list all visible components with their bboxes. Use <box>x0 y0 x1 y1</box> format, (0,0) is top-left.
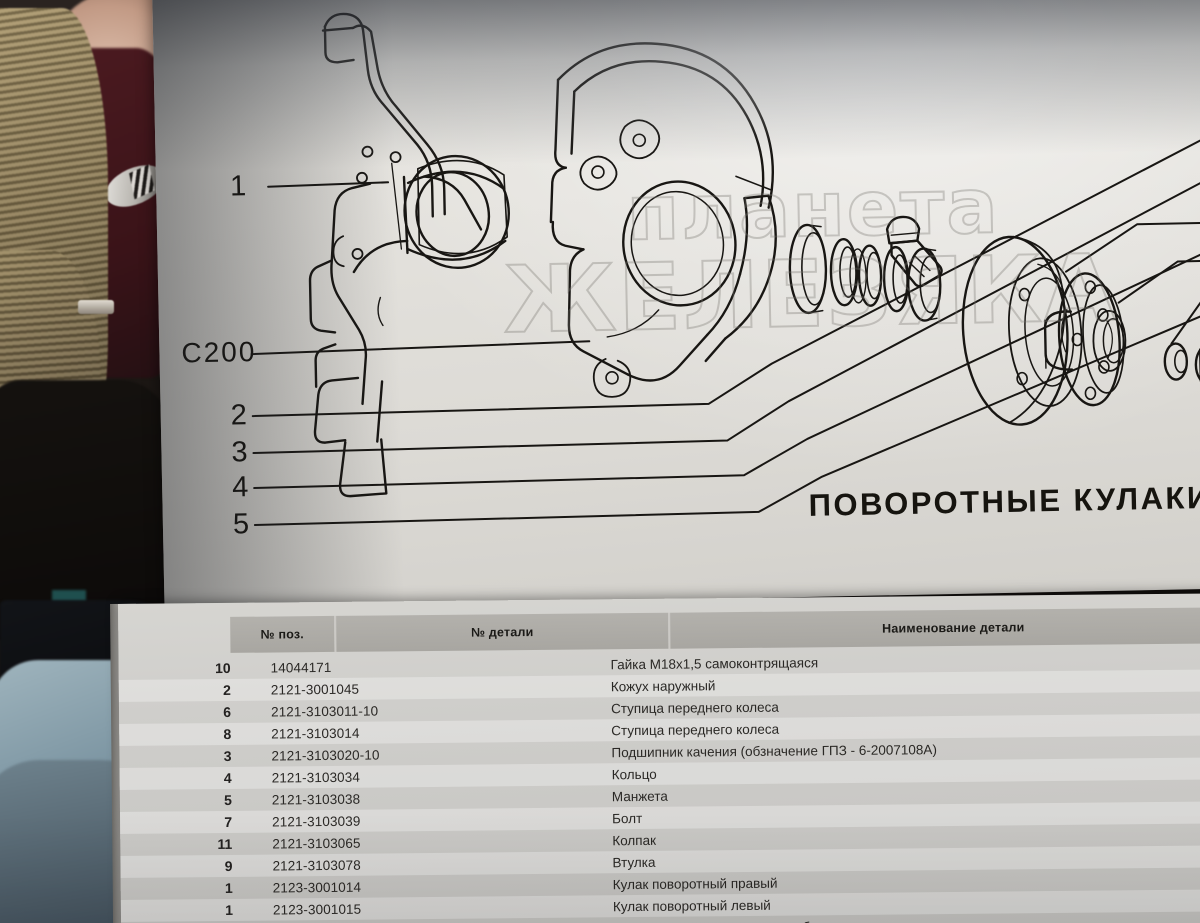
cell-part-name: Гайка М18х1,5 самоконтрящаяся <box>610 654 819 672</box>
cell-part-number: 2121-3103014 <box>271 725 360 742</box>
cell-position: 7 <box>224 813 233 830</box>
cell-position: 1 <box>224 879 233 896</box>
parts-table-body: 10 14044171 Гайка М18х1,5 самоконтрящаяся 2… <box>118 647 1200 923</box>
cell-position: 11 <box>217 835 233 853</box>
cell-part-number: 2121-3001045 <box>270 681 360 698</box>
cell-position: 10 <box>214 659 231 677</box>
cell-position: 2 <box>222 681 231 698</box>
steering-knuckle-part <box>308 12 510 498</box>
cell-part-name: Ступица переднего колеса в сборе <box>605 915 1200 923</box>
cell-part-name: Кожух наружный <box>610 677 716 694</box>
cell-part-number: 2121-3103011-10 <box>270 703 379 720</box>
cell-part-name: Подшипник качения (обзначение ГПЗ - 6-20… <box>611 741 937 760</box>
cell-part-number: 2123-3001014 <box>272 879 362 896</box>
leader-lines <box>250 131 1200 527</box>
column-header-position: № поз. <box>230 615 337 653</box>
cell-part-number: 2121-3103034 <box>271 769 361 786</box>
callout-label-3: 3 <box>231 436 249 469</box>
brake-disc-part <box>961 235 1083 426</box>
metal-clip <box>78 300 114 314</box>
cell-part-name: Манжета <box>611 788 668 804</box>
column-header-part-name: Наименование детали <box>670 607 1200 649</box>
cell-part-number: 2121-3103078 <box>272 857 361 874</box>
wheel-bolt-part <box>885 215 943 288</box>
cell-position: 1 <box>225 901 234 918</box>
callout-label-4: 4 <box>231 471 250 504</box>
cell-part-number: 2121-3103065 <box>272 835 361 852</box>
brake-dust-shield-part <box>549 42 777 398</box>
cell-position: 9 <box>224 857 233 874</box>
cell-part-name: Втулка <box>612 854 656 870</box>
cell-part-number: 2121-3103039 <box>272 813 361 830</box>
cell-part-number: 2123-3001015 <box>272 901 362 918</box>
washer-and-nut-parts <box>1163 342 1200 386</box>
cell-part-name: Кольцо <box>611 766 657 782</box>
parts-table-header-row: № поз. № детали Наименование детали <box>230 607 1200 653</box>
cell-position: 8 <box>223 725 232 742</box>
callout-label-c200: C200 <box>181 335 257 369</box>
callout-label-5: 5 <box>232 508 251 541</box>
dark-garment <box>0 380 180 640</box>
cell-part-number: 14044171 <box>270 659 332 676</box>
column-header-part-number: № детали <box>336 612 671 652</box>
cell-part-name: Ступица переднего колеса <box>610 699 779 716</box>
cell-part-name: Кулак поворотный левый <box>612 897 771 914</box>
callout-label-1: 1 <box>229 170 248 203</box>
cell-position: 4 <box>223 769 232 786</box>
cell-part-name: Болт <box>612 810 643 826</box>
cell-part-name: Колпак <box>612 832 657 848</box>
callout-label-2: 2 <box>230 399 249 432</box>
cell-part-number: 2121-3103020-10 <box>271 746 380 764</box>
cell-position: 3 <box>223 747 232 764</box>
cell-position: 6 <box>223 703 232 720</box>
catalogue-page-diagram: планета ЖЕЛЕЗЯКА 1 C200 2 3 4 5 ПОВОРОТН… <box>152 0 1200 610</box>
cell-position: 5 <box>224 791 232 808</box>
cell-part-number: 2121-3103038 <box>271 791 361 808</box>
cell-part-name: Кулак поворотный правый <box>612 875 778 892</box>
cell-part-name: Ступица переднего колеса <box>611 721 780 738</box>
